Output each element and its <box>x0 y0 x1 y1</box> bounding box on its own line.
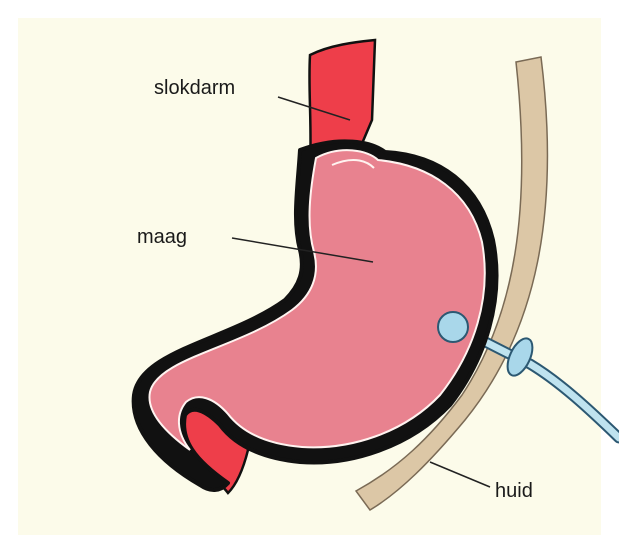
leader-line-huid <box>430 462 490 487</box>
label-slokdarm: slokdarm <box>154 78 235 98</box>
label-maag: maag <box>137 227 187 247</box>
label-huid: huid <box>495 481 533 501</box>
tube-internal-button <box>438 312 468 342</box>
